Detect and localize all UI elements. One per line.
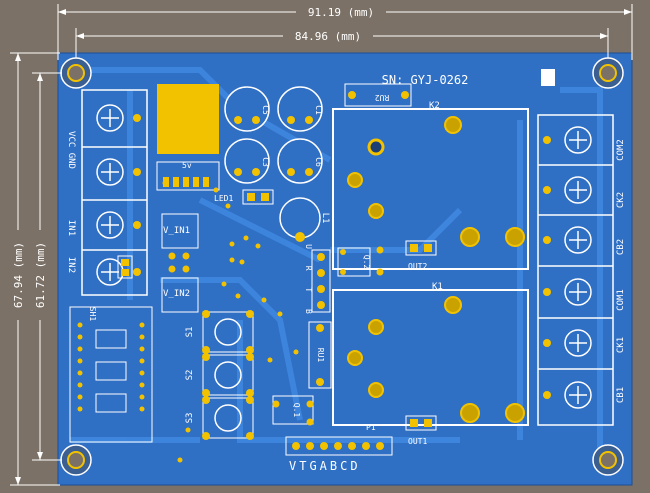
urtb-header-pads bbox=[317, 253, 325, 309]
relay-k1-label: K1 bbox=[432, 282, 443, 292]
v-in1-label: V_IN1 bbox=[163, 226, 190, 236]
relay-k1-pad bbox=[368, 319, 384, 335]
bottom-header-label: VTGABCD bbox=[289, 459, 361, 473]
button-s1-label: S1 bbox=[185, 327, 195, 338]
capacitor-c6-label: C6 bbox=[314, 157, 323, 167]
in-led-outline bbox=[117, 255, 133, 279]
relay-k2-outline bbox=[332, 108, 529, 270]
button-s3-label: S3 bbox=[185, 413, 195, 424]
q2-outline bbox=[337, 247, 371, 277]
relay-k1-pad bbox=[347, 350, 363, 366]
capacitor-c1-label: C1 bbox=[314, 105, 323, 115]
ru2-outline bbox=[344, 83, 412, 107]
ru1-pad bbox=[316, 324, 324, 332]
ru1-label: RU1 bbox=[316, 348, 325, 363]
capacitor-pads bbox=[234, 116, 313, 176]
button-pads bbox=[202, 310, 254, 440]
vias bbox=[162, 180, 299, 463]
width-inner-label: 84.96 (mm) bbox=[295, 30, 361, 43]
out2-label: OUT2 bbox=[408, 262, 427, 271]
urtb-header-label: U R T B bbox=[304, 244, 313, 320]
sh1-segments bbox=[95, 329, 127, 413]
dimension-arrows bbox=[15, 9, 632, 485]
relay-k2-pad bbox=[444, 116, 462, 134]
copper-traces bbox=[70, 67, 603, 460]
push-buttons bbox=[202, 311, 254, 439]
left-terminal-pads bbox=[133, 114, 141, 276]
led1-outline bbox=[242, 189, 274, 205]
inductor-l1-label: L1 bbox=[320, 213, 330, 224]
q1-label: Q.1 bbox=[292, 403, 301, 418]
terminal-ck1-label: CK1 bbox=[616, 337, 626, 353]
regulator-pad bbox=[157, 84, 219, 154]
out2-outline bbox=[405, 240, 437, 256]
terminal-com1-label: COM1 bbox=[616, 289, 626, 311]
sh1-outline bbox=[69, 306, 153, 443]
terminal-cb1-label: CB1 bbox=[616, 387, 626, 403]
transistor-pads bbox=[272, 246, 384, 426]
capacitor-c3-label: C3 bbox=[261, 157, 270, 167]
ru2-pad bbox=[401, 91, 409, 99]
right-terminal-pads bbox=[543, 136, 551, 399]
p1-label: P1 bbox=[366, 423, 376, 432]
regulator-outline bbox=[156, 161, 220, 191]
mounting-holes bbox=[60, 57, 624, 476]
ru2-label: RU2 bbox=[375, 93, 390, 102]
terminal-vcc-gnd-label: VCC GND bbox=[66, 131, 76, 169]
relay-k2-pad bbox=[460, 227, 480, 247]
relay-k2-pad bbox=[367, 138, 385, 156]
v-in-pads bbox=[168, 252, 190, 273]
sh1-label: SH1 bbox=[88, 307, 97, 322]
q2-label: Q.2 bbox=[362, 255, 371, 270]
v-in1-outline bbox=[161, 213, 199, 249]
ru1-pad bbox=[316, 378, 324, 386]
p1-header-outline bbox=[285, 436, 393, 456]
v-in2-label: V_IN2 bbox=[163, 289, 190, 299]
height-outer-label: 67.94 (mm) bbox=[12, 242, 25, 308]
right-terminal-block bbox=[537, 114, 614, 426]
relay-k2-pad bbox=[505, 227, 525, 247]
ru2-pad bbox=[348, 91, 356, 99]
urtb-header-outline bbox=[311, 249, 331, 313]
relay-k1-pad bbox=[460, 403, 480, 423]
relay-k2-pad bbox=[347, 172, 363, 188]
serial-label: SN: GYJ-0262 bbox=[382, 73, 469, 87]
button-s2-label: S2 bbox=[185, 370, 195, 381]
terminal-in2-label: IN2 bbox=[66, 257, 76, 273]
relay-k2-label: K2 bbox=[429, 101, 440, 111]
left-terminal-block bbox=[81, 89, 148, 296]
v-in2-outline bbox=[161, 277, 199, 313]
relay-k1-pad bbox=[368, 382, 384, 398]
serial-marker bbox=[541, 69, 555, 86]
terminal-com2-label: COM2 bbox=[616, 139, 626, 161]
width-outer-label: 91.19 (mm) bbox=[308, 6, 374, 19]
height-inner-label: 61.72 (mm) bbox=[34, 242, 47, 308]
sh1-pads bbox=[77, 322, 145, 412]
inductor-pad bbox=[295, 232, 305, 242]
relay-k2-pad bbox=[368, 203, 384, 219]
terminal-cb2-label: CB2 bbox=[616, 239, 626, 255]
out1-outline bbox=[405, 415, 437, 431]
regulator-label: 5v bbox=[182, 161, 192, 170]
led1-label: LED1 bbox=[214, 194, 233, 203]
capacitor-c5-label: C5 bbox=[261, 105, 270, 115]
q1-outline bbox=[272, 395, 314, 425]
out1-label: OUT1 bbox=[408, 437, 427, 446]
ru1-outline bbox=[308, 321, 332, 389]
relay-k1-pad bbox=[444, 296, 462, 314]
terminal-ck2-label: CK2 bbox=[616, 192, 626, 208]
p1-header-pads bbox=[292, 442, 384, 450]
relay-k1-pad bbox=[505, 403, 525, 423]
terminal-in1-label: IN1 bbox=[66, 220, 76, 236]
